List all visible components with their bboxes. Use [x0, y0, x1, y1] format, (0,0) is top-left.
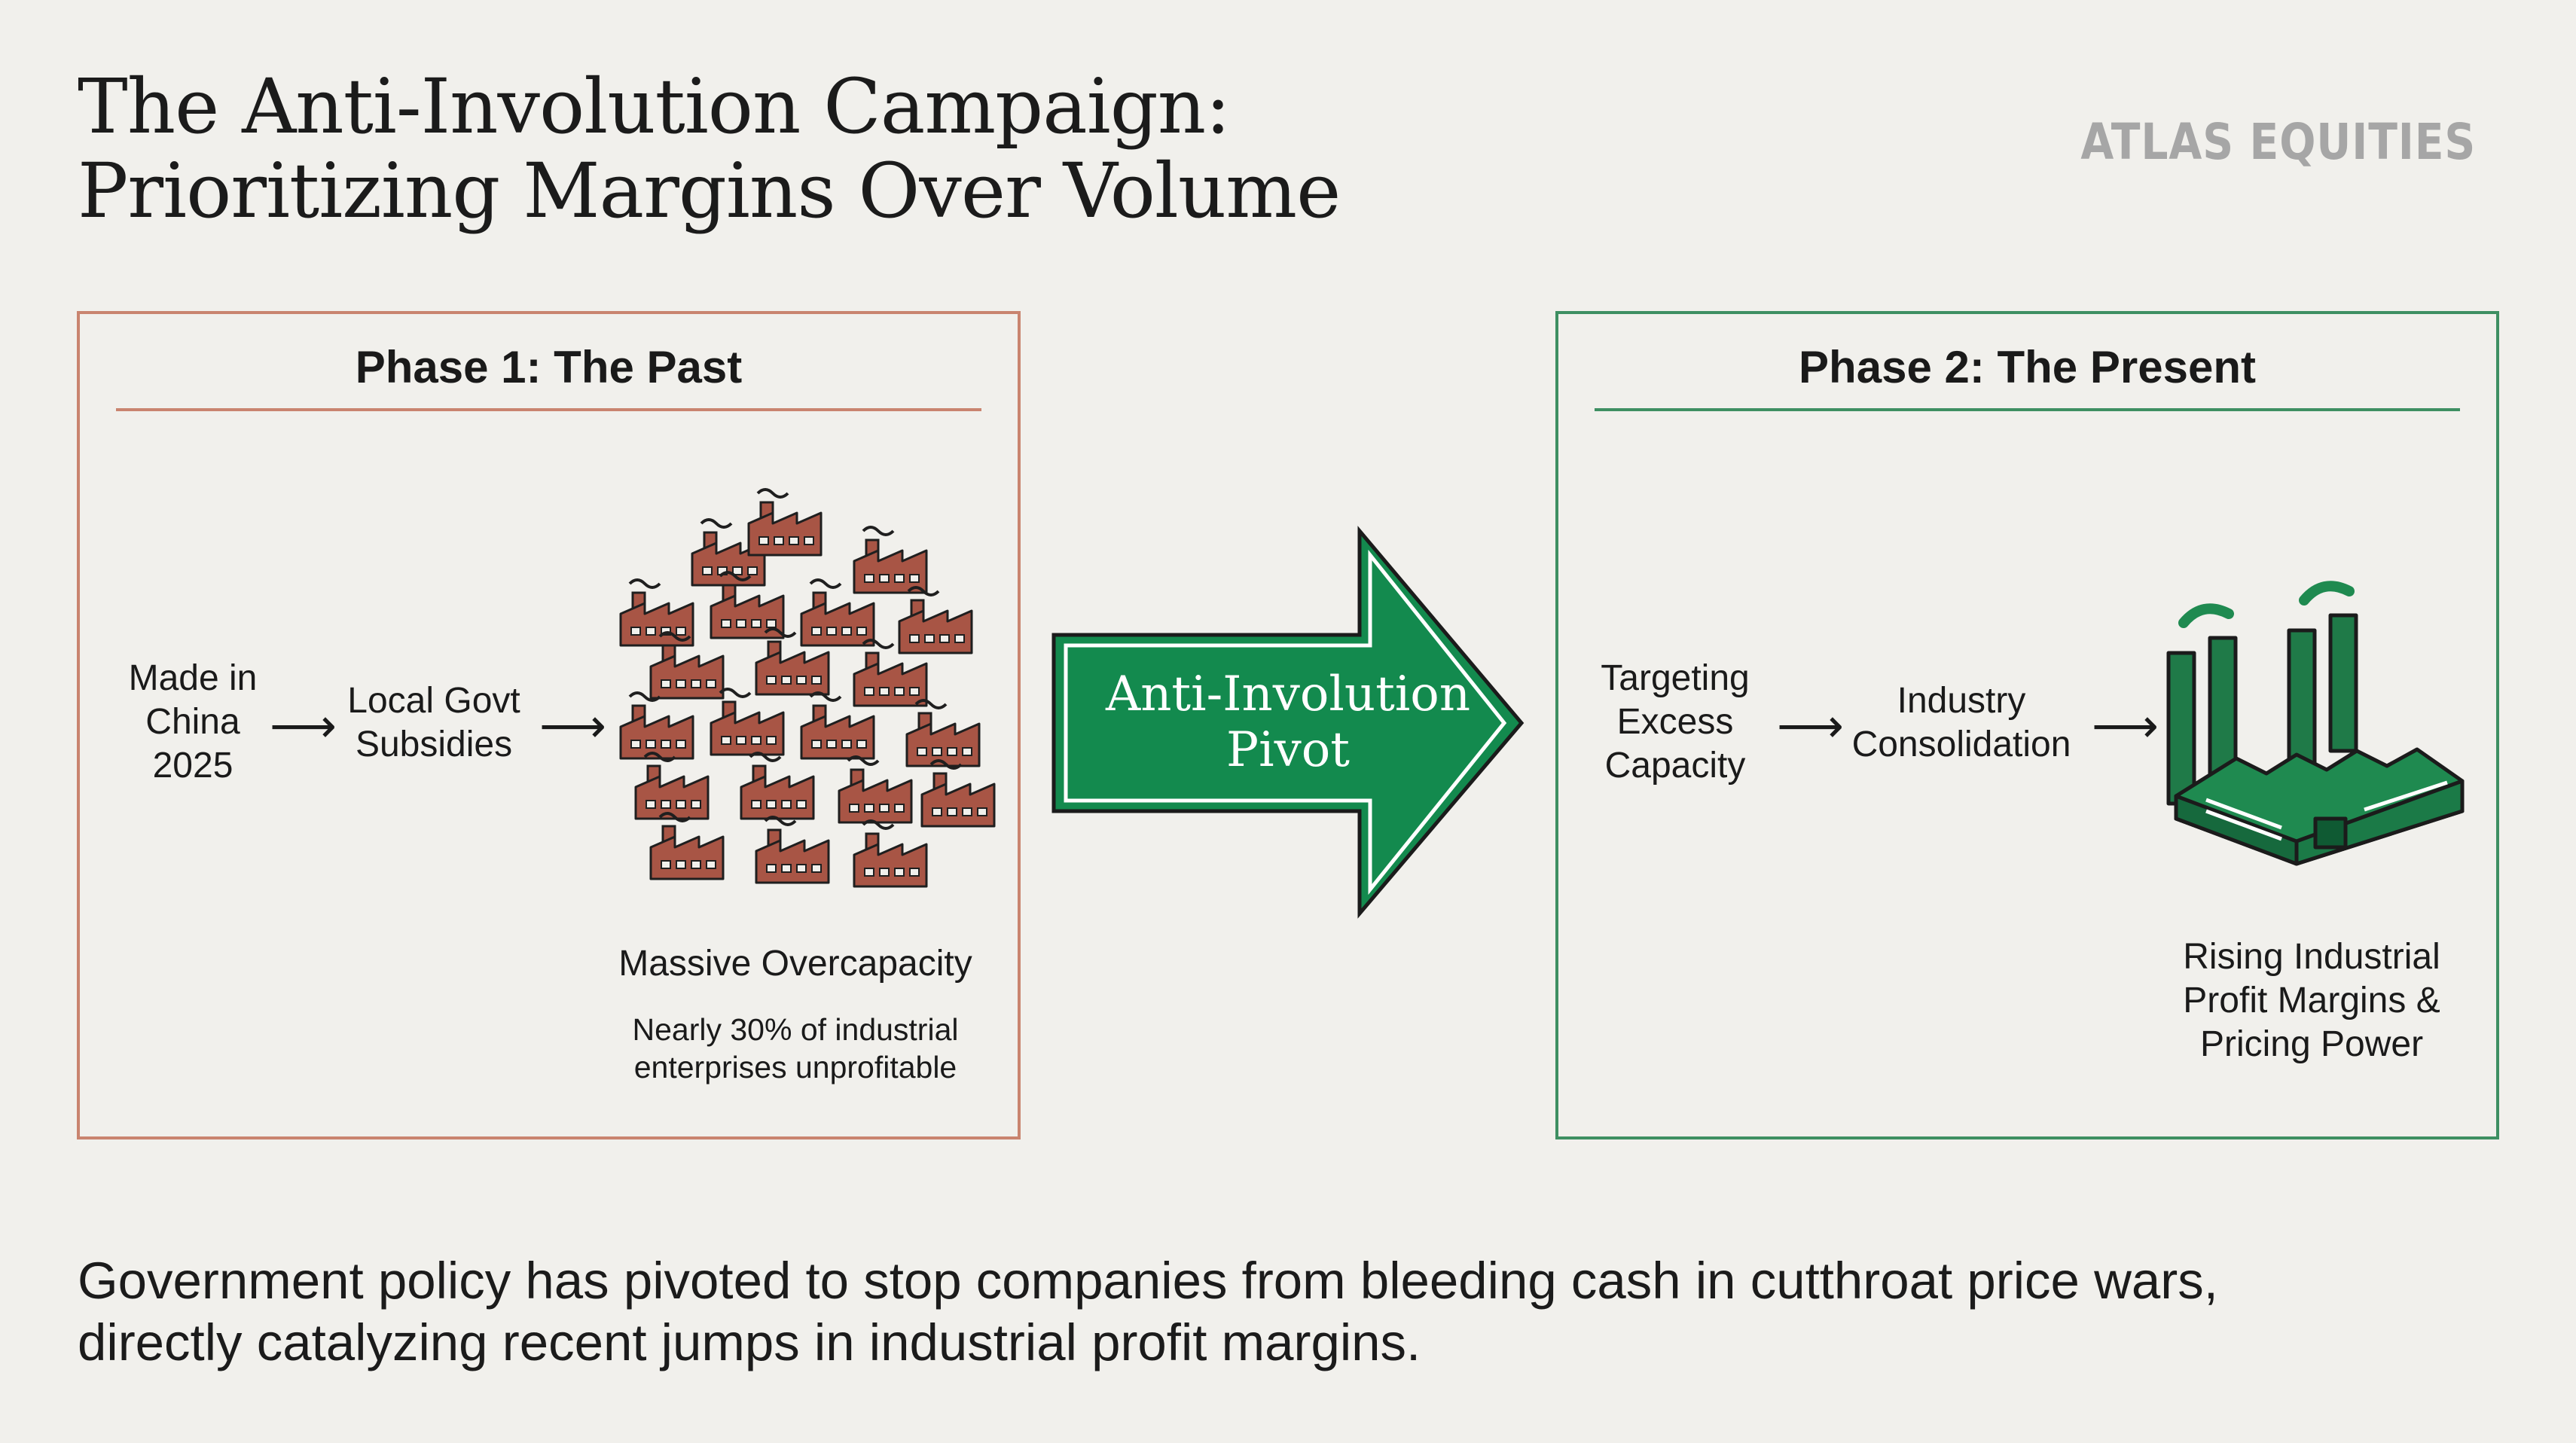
industry-consolidation-label: Industry Consolidation: [1851, 681, 2071, 764]
phase2-divider: [1595, 408, 2460, 411]
phase2-title: Phase 2: The Present: [1799, 342, 2256, 392]
unprofitable-note: Nearly 30% of industrial enterprises unp…: [632, 1012, 959, 1085]
rising-margins-label: Rising Industrial Profit Margins & Prici…: [2183, 937, 2440, 1064]
local-govt-subsidies-label: Local Govt Subsidies: [347, 681, 520, 764]
title-line-2: Prioritizing Margins Over Volume: [78, 147, 1341, 235]
green-factory-icon: [2166, 581, 2465, 866]
phase1-panel: Phase 1: The Past Made in China 2025 ⟶ L…: [77, 311, 1021, 1139]
phase1-title: Phase 1: The Past: [355, 342, 743, 392]
right-arrow-icon: ⟶: [270, 700, 337, 752]
right-arrow-icon: ⟶: [1777, 700, 1844, 752]
pivot-arrow-icon: [1051, 526, 1525, 919]
footer-summary: Government policy has pivoted to stop co…: [78, 1252, 2218, 1371]
factory-cluster-icon: [619, 488, 996, 888]
phase2-panel: Phase 2: The Present Targeting Excess Ca…: [1555, 311, 2499, 1139]
title-line-1: The Anti-Involution Campaign:: [78, 63, 1231, 151]
right-arrow-icon: ⟶: [539, 700, 606, 752]
targeting-excess-capacity-label: Targeting Excess Capacity: [1601, 658, 1750, 786]
phase1-divider: [116, 408, 981, 411]
brand-logo: ATLAS EQUITIES: [2080, 113, 2476, 171]
right-arrow-icon: ⟶: [2092, 700, 2159, 752]
made-in-china-label: Made in China 2025: [128, 658, 258, 786]
page-title: The Anti-Involution Campaign: Prioritizi…: [78, 63, 1341, 235]
overcapacity-label: Massive Overcapacity: [618, 944, 972, 984]
pivot-label: Anti-Involution Pivot: [1105, 667, 1471, 778]
